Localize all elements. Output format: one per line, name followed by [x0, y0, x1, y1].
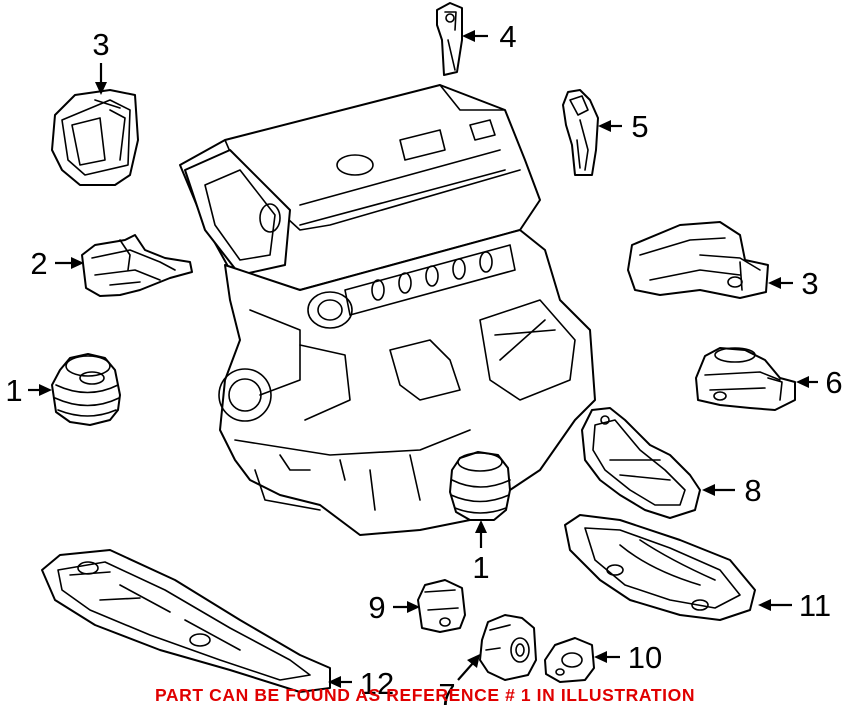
callout-3-top: 3 [92, 27, 109, 62]
callout-3-right: 3 [801, 266, 818, 301]
part-10-mount [544, 637, 595, 683]
leader-lines [28, 30, 818, 688]
part-12-crossmember [41, 549, 331, 693]
callout-12: 12 [360, 666, 394, 701]
callout-5: 5 [631, 109, 648, 144]
callout-numbers: 3 4 5 2 3 1 6 8 1 11 9 10 7 12 [5, 19, 842, 711]
callout-1-left: 1 [5, 373, 22, 408]
part-3-upper-bracket [51, 89, 139, 186]
part-9-mount [417, 579, 466, 633]
part-5-bracket [562, 89, 599, 176]
part-6-mount [695, 347, 796, 411]
callout-9: 9 [368, 590, 385, 625]
callout-11: 11 [799, 588, 831, 623]
callout-1-bottom: 1 [472, 550, 489, 585]
reference-notice: PART CAN BE FOUND AS REFERENCE # 1 IN IL… [155, 685, 695, 705]
callout-10: 10 [628, 640, 662, 675]
callout-6: 6 [825, 365, 842, 400]
callout-8: 8 [744, 473, 761, 508]
part-1-rubber-mount-left [51, 353, 121, 426]
engine-block [179, 84, 596, 536]
part-8-bracket [581, 407, 701, 519]
part-4-bracket [436, 2, 463, 76]
callout-7: 7 [438, 677, 455, 711]
callout-4: 4 [499, 19, 516, 54]
part-11-cover [564, 514, 756, 621]
part-2-bracket [81, 234, 193, 297]
callout-2: 2 [30, 246, 47, 281]
part-3-right-bracket [627, 221, 769, 299]
part-1-rubber-mount-center [449, 451, 511, 521]
part-7-mount [479, 614, 537, 681]
